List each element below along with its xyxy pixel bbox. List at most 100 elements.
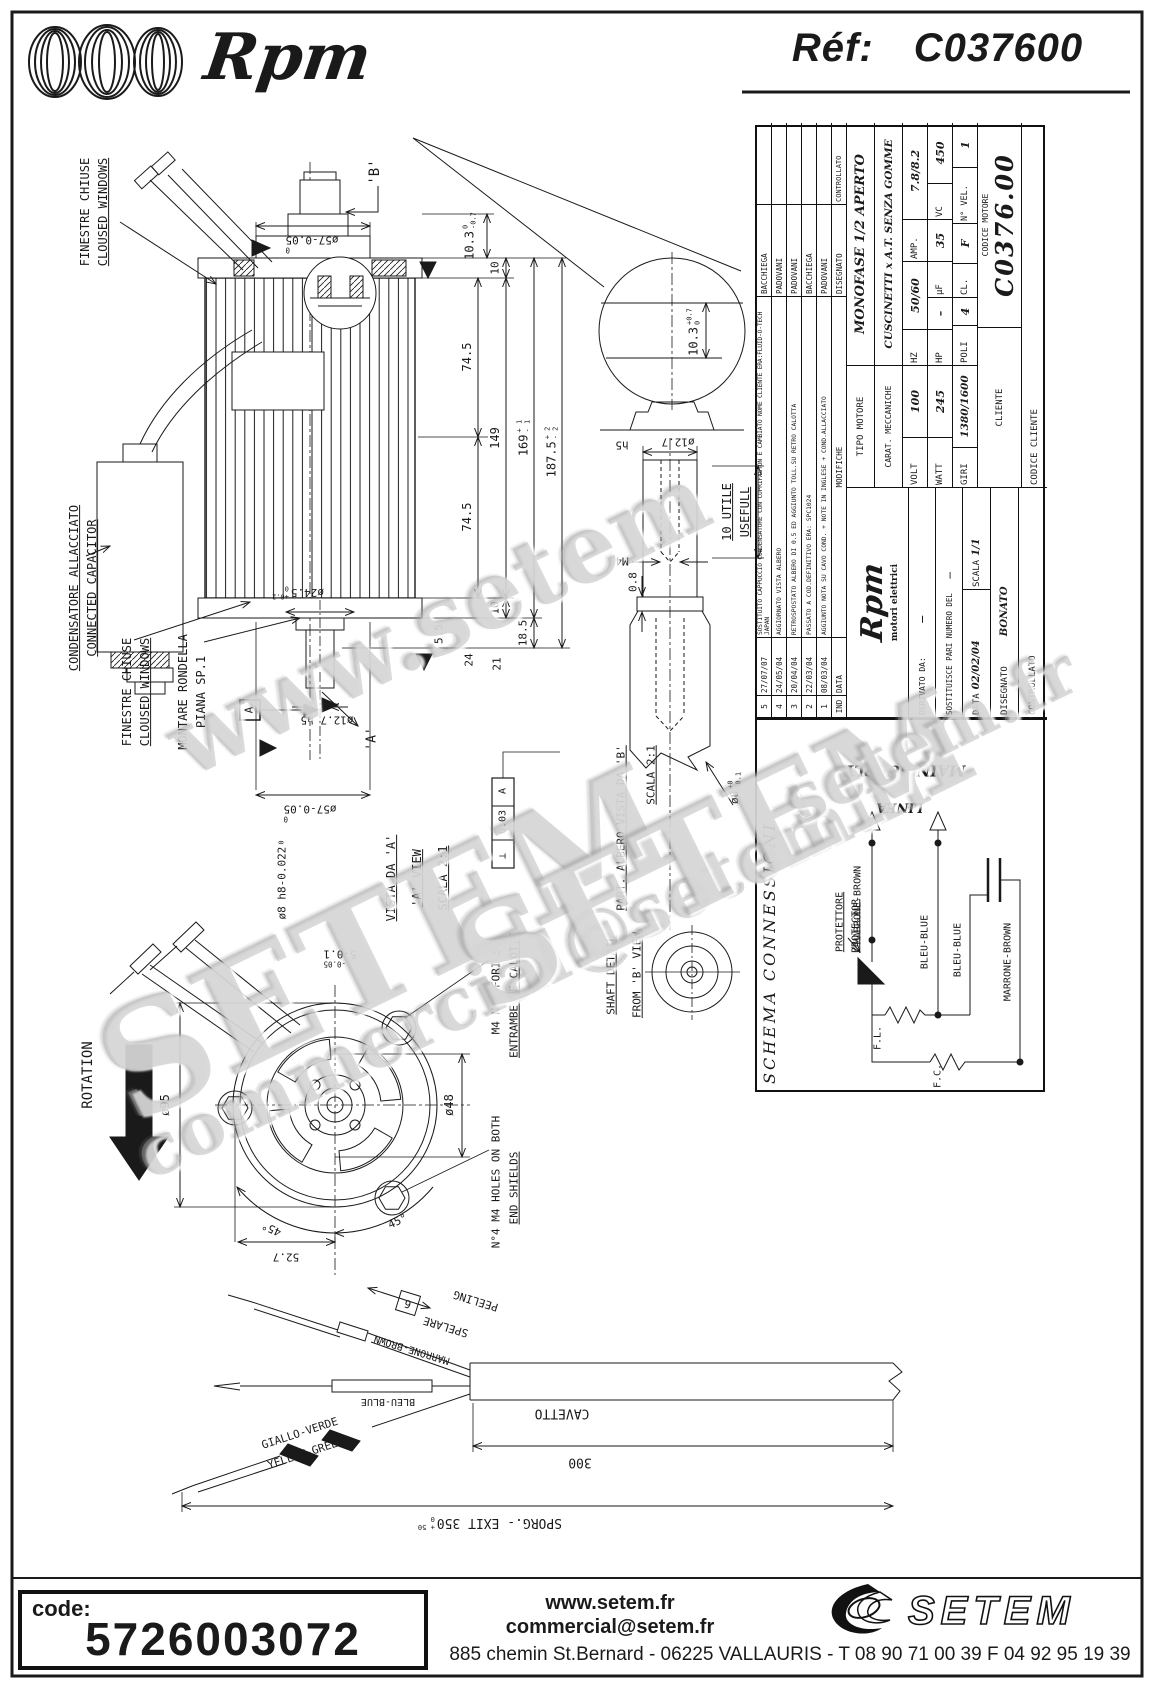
ref-label: Réf: xyxy=(791,26,874,70)
title-block: SCHEMA CONNESSIONI 5 27/07/07 SOSTITUITO… xyxy=(755,123,1047,1092)
rev-text: RETROSPOSTATO ALBERO DI 0.5 ED AGGIUNTO … xyxy=(787,297,802,638)
tb-volt-value: 100 xyxy=(903,366,928,438)
shaft-detail-label-en2: FROM 'B' VIEW xyxy=(630,931,644,1019)
footer-email: commercial@setem.fr xyxy=(505,1616,715,1638)
dim-dia12-7-shaft: ø12.7 xyxy=(661,435,695,449)
shaft-detail-label-it: PART. ALBERO VISTA DA 'B' xyxy=(614,745,628,911)
callout-capacitor-en: CONNECTED CAPACITOR xyxy=(85,519,100,657)
shaft-detail xyxy=(629,438,764,1020)
datum-a-label: A xyxy=(242,706,256,714)
schema-wiring xyxy=(847,810,1024,1072)
tb-hz-label: HZ xyxy=(903,330,928,366)
rev-text: SOSTITUITO CAPPUCCIO CONDENSATORE CON CO… xyxy=(757,297,772,638)
dim-169: 169+ 1- 1 xyxy=(515,419,532,457)
rev-header-ind: IND xyxy=(832,696,847,718)
rev-date: 08/03/04 xyxy=(817,638,832,696)
rev-header-ctrl: CONTROLLATO xyxy=(832,123,847,205)
holes-label-en1: N°4 M4 HOLES ON BOTH xyxy=(489,1115,503,1249)
rev-text: AGGIUNTO NOTA SU CAVO COND. + NOTE IN IN… xyxy=(817,297,832,638)
view-a-label-en: 'A' VIEW xyxy=(410,849,425,907)
tb-logo-sub: motori elettrici xyxy=(890,563,900,642)
setem-logo-text: SETEM xyxy=(908,1589,1076,1633)
callout-closed-windows-en: CLOUSED WINDOWS xyxy=(96,157,111,267)
usable-thread-it: 10 UTILE xyxy=(720,483,735,541)
footer-address: 885 chemin St.Bernard - 06225 VALLAURIS … xyxy=(449,1644,1131,1665)
rev-ind: 2 xyxy=(802,696,817,718)
rev-name: PADOVANI xyxy=(772,205,787,297)
rev-name: PADOVANI xyxy=(817,205,832,297)
callout-washer-2: PIANA SP.1 xyxy=(194,655,209,729)
holes-label-it1: M4 N°4 FORI SU xyxy=(489,941,503,1035)
dim-dia95: ø95 xyxy=(158,1094,173,1116)
rev-header-mod: MODIFICHE xyxy=(832,297,847,638)
tb-cl-value: F xyxy=(953,224,978,264)
holes-label-en2: END SHIELDS xyxy=(507,1151,521,1225)
dim-10-top: 10 xyxy=(488,261,502,275)
rev-ind: 1 xyxy=(817,696,832,718)
dim-300: 300 xyxy=(568,1454,592,1470)
dim-149: 149 xyxy=(488,427,503,449)
view-a-scale: SCALA 2:1 xyxy=(436,845,451,911)
tb-watt-label: WATT xyxy=(928,438,953,488)
tb-derivato: DERIVATO DA:— xyxy=(909,488,936,718)
callout-closed-windows-it: FINESTRE CHIUSE xyxy=(78,157,93,267)
main-side-view xyxy=(85,137,742,869)
dim-187-5: 187.5+ 2- 2 xyxy=(543,426,560,478)
rev-ctrl xyxy=(787,123,802,205)
rev-ctrl xyxy=(802,123,817,205)
dim-74-5-bot: 74.5 xyxy=(460,502,475,532)
section-a-label: 'A' xyxy=(364,727,380,751)
view-a-label-it: VISTA DA 'A' xyxy=(384,834,399,922)
dim-m4: M4 xyxy=(615,554,629,568)
shaft-detail-scale: SCALA 2:1 xyxy=(644,745,658,805)
dim-24: 24 xyxy=(462,653,476,667)
setem-logo: SETEM xyxy=(831,1584,1076,1634)
rev-date: 24/05/04 xyxy=(772,638,787,696)
detail-circle-b xyxy=(598,252,746,431)
rev-date: 22/03/04 xyxy=(802,638,817,696)
tb-giri-label: GIRI xyxy=(953,448,978,488)
dim-74-5-top: 74.5 xyxy=(460,342,475,372)
footer-site: www.setem.fr xyxy=(545,1592,675,1614)
tb-codice-motore: CODICE MOTORE C0376.00 xyxy=(978,123,1022,328)
tb-codice-cliente: CODICE CLIENTE xyxy=(1022,123,1047,488)
holes-label-it2: ENTRAMBE LE CALOTTE xyxy=(507,932,521,1058)
tb-controllato: CONTROLLATO xyxy=(1019,488,1047,718)
rev-header-date: DATA xyxy=(832,638,847,696)
tb-logo: Rpm motori elettrici xyxy=(847,488,909,718)
tb-poli-label: POLI xyxy=(953,326,978,366)
dim-dia48: ø48 xyxy=(442,1094,457,1116)
shaft-detail-label-en1: SHAFT DETAIL xyxy=(604,935,618,1015)
dim-10-bot: 10 xyxy=(488,601,502,615)
tb-cliente: CLIENTE xyxy=(978,328,1022,488)
tb-hz-value: 50/60 xyxy=(903,262,928,330)
tb-uf-label: µF xyxy=(928,262,953,298)
fcf-datum-ref: A xyxy=(497,787,509,795)
tb-amp-label: AMP. xyxy=(903,220,928,262)
tb-poli-value: 4 xyxy=(953,298,978,326)
tb-giri-value: 1380/1600 xyxy=(953,366,978,448)
tb-carat-label: CARAT. MECCANICHE xyxy=(875,366,903,488)
rev-text: PASSATO A COD.DEFINITIVO ERA: SPC1024 xyxy=(802,297,817,638)
rev-header-dis: DISEGNATO xyxy=(832,205,847,297)
dim-5-5: 5.5 xyxy=(432,624,446,644)
dim-0-8: 0.8 xyxy=(626,572,640,592)
rev-name: BACCHIEGA xyxy=(802,205,817,297)
rev-name: PADOVANI xyxy=(787,205,802,297)
tb-nvel-label: N° VEL. xyxy=(953,168,978,224)
fcf-value: 0.03 xyxy=(497,809,509,835)
rev-ind: 3 xyxy=(787,696,802,718)
dim-21: 21 xyxy=(490,657,504,671)
rotation-label: ROTATION xyxy=(79,1041,96,1109)
drawing-ref: Réf: C037600 xyxy=(740,26,1135,71)
callout-closed-windows2-en: CLOUSED WINDOWS xyxy=(138,637,153,747)
rev-text: AGGIORNATO VISTA ALBERO xyxy=(772,297,787,638)
